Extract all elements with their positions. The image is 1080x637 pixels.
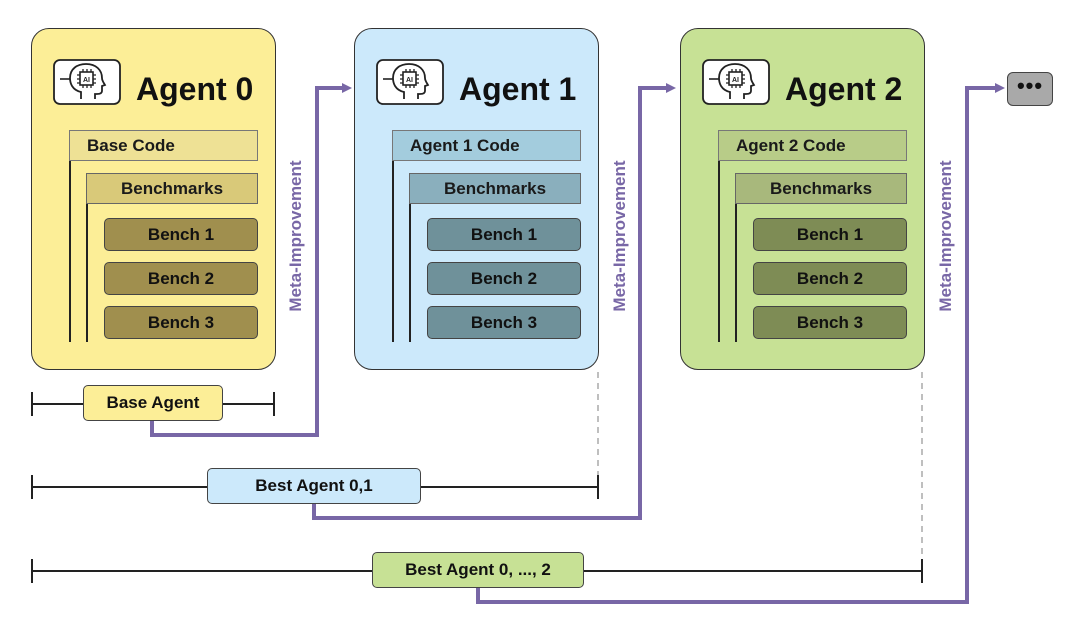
tree-line — [86, 204, 88, 342]
tree-line — [392, 161, 394, 342]
meta-arrow-2 — [476, 83, 1005, 604]
bench-item: Bench 2 — [753, 262, 907, 295]
ai-head-icon — [702, 59, 770, 105]
bench-item: Bench 2 — [427, 262, 581, 295]
agent-card-0: Agent 0 Base Code Benchmarks Bench 1 Ben… — [31, 28, 276, 370]
meta-improvement-label: Meta-Improvement — [286, 160, 305, 312]
agent-card-2: Agent 2 Agent 2 Code Benchmarks Bench 1 … — [680, 28, 925, 370]
bench-item: Bench 1 — [427, 218, 581, 251]
meta-arrow-1 — [312, 83, 676, 520]
benchmarks-box: Benchmarks — [409, 173, 581, 204]
benchmarks-box: Benchmarks — [86, 173, 258, 204]
code-box: Base Code — [69, 130, 258, 161]
tree-line — [718, 161, 720, 342]
agent-title: Agent 0 — [136, 71, 254, 107]
meta-improvement-label: Meta-Improvement — [936, 160, 955, 312]
timeline-label-best-agent-0-1: Best Agent 0,1 — [207, 468, 421, 504]
benchmarks-box: Benchmarks — [735, 173, 907, 204]
ellipsis-box: ••• — [1007, 72, 1053, 106]
agent-card-1: Agent 1 Agent 1 Code Benchmarks Bench 1 … — [354, 28, 599, 370]
bench-item: Bench 3 — [427, 306, 581, 339]
code-box: Agent 2 Code — [718, 130, 907, 161]
code-box: Agent 1 Code — [392, 130, 581, 161]
meta-improvement-label: Meta-Improvement — [610, 160, 629, 312]
agent-title: Agent 1 — [459, 71, 577, 107]
agent-title: Agent 2 — [785, 71, 903, 107]
tree-line — [69, 161, 71, 342]
timeline-label-base-agent: Base Agent — [83, 385, 223, 421]
tree-line — [409, 204, 411, 342]
bench-item: Bench 3 — [104, 306, 258, 339]
bench-item: Bench 1 — [104, 218, 258, 251]
ai-head-icon — [53, 59, 121, 105]
bench-item: Bench 3 — [753, 306, 907, 339]
tree-line — [735, 204, 737, 342]
bench-item: Bench 2 — [104, 262, 258, 295]
meta-arrow-0 — [150, 83, 352, 437]
bench-item: Bench 1 — [753, 218, 907, 251]
ai-head-icon — [376, 59, 444, 105]
timeline-label-best-agent-0-2: Best Agent 0, ..., 2 — [372, 552, 584, 588]
